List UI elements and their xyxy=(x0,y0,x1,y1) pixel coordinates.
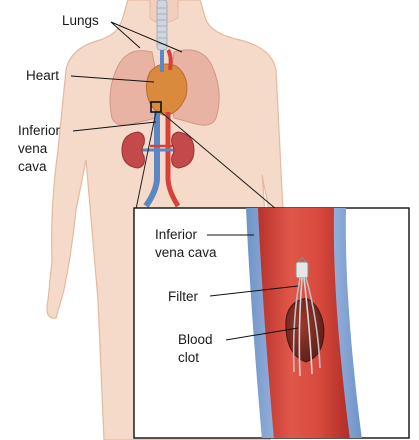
label-ivc-body-3: cava xyxy=(18,159,47,175)
label-ivc-body-1: Inferior xyxy=(18,123,60,139)
label-ivc-inset-1: Inferior xyxy=(155,227,197,243)
label-lungs: Lungs xyxy=(62,13,99,29)
label-blood-clot-2: clot xyxy=(178,350,199,366)
label-filter: Filter xyxy=(168,289,198,305)
label-heart: Heart xyxy=(26,68,59,84)
label-blood-clot-1: Blood xyxy=(178,332,213,348)
label-ivc-body-2: vena xyxy=(18,141,47,157)
label-ivc-inset-2: vena cava xyxy=(155,245,217,261)
